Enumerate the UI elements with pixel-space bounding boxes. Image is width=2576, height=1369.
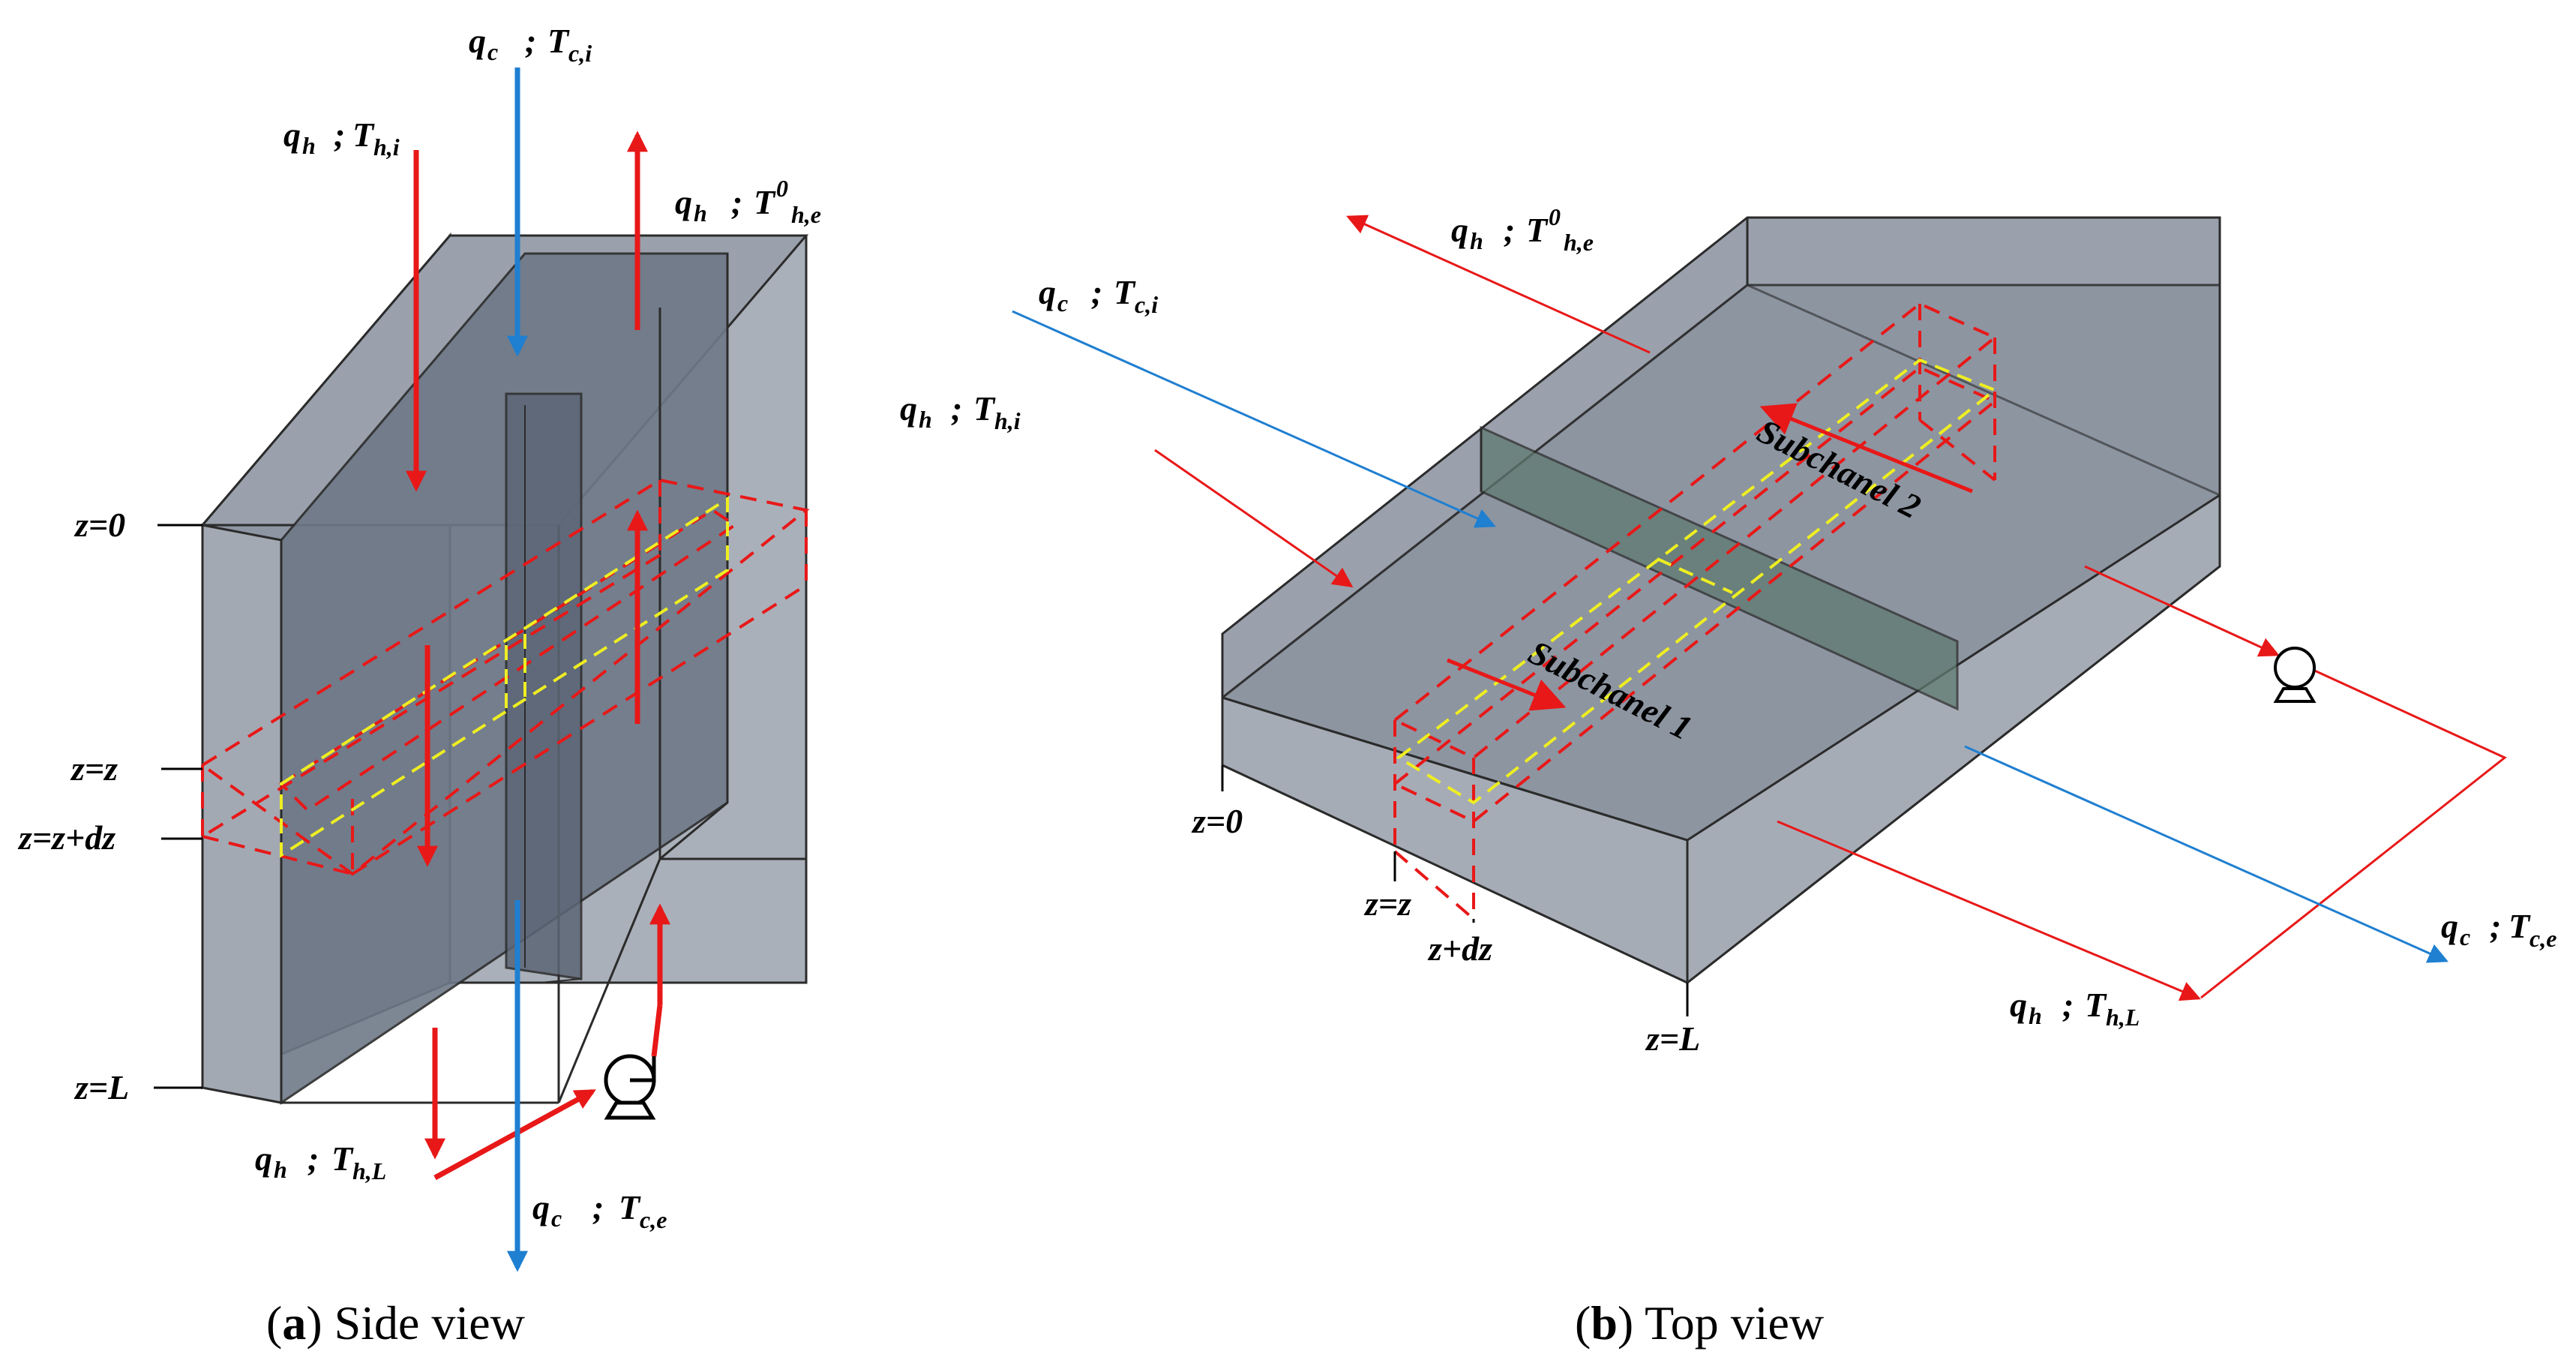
top-label-zz: z=z	[1363, 884, 1411, 923]
top-label-qh-out: q h ; T 0 h,e	[1451, 203, 1594, 256]
svg-text:q: q	[675, 183, 692, 221]
svg-text:q: q	[1451, 211, 1468, 249]
svg-text:h: h	[1470, 227, 1483, 254]
svg-text:T: T	[2085, 986, 2107, 1024]
side-label-qh-L: q h ; T h,L	[255, 1139, 386, 1184]
sub2-width-arrow	[1759, 403, 1973, 494]
svg-text:;: ;	[2490, 907, 2501, 945]
svg-text:h: h	[302, 132, 316, 159]
svg-text:T: T	[352, 116, 375, 154]
svg-text:h,e: h,e	[1564, 229, 1594, 256]
svg-text:0: 0	[1549, 203, 1561, 230]
svg-text:h: h	[694, 200, 707, 227]
svg-text:h,i: h,i	[373, 134, 400, 161]
svg-text:c,e: c,e	[640, 1206, 667, 1233]
svg-text:T: T	[619, 1188, 641, 1226]
svg-text:c: c	[487, 38, 498, 65]
svg-text:T: T	[1526, 211, 1549, 249]
side-z-ticks	[154, 524, 202, 1089]
side-label-zL: z=L	[73, 1068, 129, 1106]
top-label-qh-in: q h ; T h,i	[900, 389, 1021, 434]
svg-text:c: c	[1057, 290, 1068, 317]
svg-text:;: ;	[592, 1188, 604, 1226]
svg-text:q: q	[1039, 273, 1056, 311]
caption-a-text: Side view	[322, 1296, 525, 1349]
svg-text:;: ;	[307, 1139, 319, 1178]
caption-a-letter: a	[282, 1296, 306, 1349]
side-view-panel: z=0 z=z z=z+dz z=L q c ; T c,i q h ; T h…	[17, 22, 821, 1349]
svg-text:;: ;	[951, 389, 962, 428]
side-pump-icon	[604, 1054, 656, 1120]
top-hot-flow-arrows	[1154, 215, 2507, 1001]
svg-text:q: q	[2441, 907, 2458, 945]
top-pump-icon	[2273, 647, 2317, 703]
top-label-z0: z=0	[1191, 802, 1243, 840]
top-label-dz: z+dz	[1427, 929, 1492, 968]
svg-text:h,i: h,i	[994, 407, 1021, 434]
svg-text:T: T	[1114, 273, 1136, 311]
svg-text:h,L: h,L	[352, 1157, 386, 1184]
svg-text:h: h	[919, 406, 932, 433]
svg-text:T: T	[973, 389, 996, 428]
side-label-zz: z=z	[70, 749, 118, 788]
svg-text:T: T	[331, 1139, 354, 1178]
top-label-zL: z=L	[1645, 1019, 1700, 1058]
side-label-qc-in: q c ; T c,i	[469, 22, 592, 67]
side-label-z0: z=0	[73, 506, 125, 544]
svg-text:T: T	[547, 22, 570, 60]
caption-b-letter: b	[1591, 1296, 1618, 1349]
top-label-qc-in: q c ; T c,i	[1039, 273, 1158, 318]
svg-text:;: ;	[1504, 211, 1515, 249]
svg-text:;: ;	[2062, 986, 2074, 1024]
svg-text:q: q	[532, 1188, 550, 1226]
svg-text:c,e: c,e	[2530, 925, 2557, 952]
top-label-qh-L: q h ; T h,L	[2010, 986, 2140, 1031]
sub1-width-arrow	[1447, 658, 1567, 711]
top-tracer-volume	[1396, 358, 1998, 805]
svg-text:q: q	[283, 116, 301, 154]
caption-b-text: Top view	[1633, 1296, 1824, 1349]
svg-text:h: h	[2029, 1002, 2042, 1029]
svg-text:q: q	[469, 22, 486, 60]
top-label-qc-out: q c ; T c,e	[2441, 907, 2557, 952]
svg-text:c,i: c,i	[1135, 291, 1158, 318]
svg-text:;: ;	[334, 116, 345, 154]
svg-text:T: T	[754, 183, 776, 221]
top-cold-flow-arrows	[1012, 310, 2449, 963]
svg-text:h: h	[274, 1156, 287, 1183]
svg-text:c: c	[2460, 923, 2470, 950]
svg-text:h,L: h,L	[2106, 1004, 2140, 1031]
svg-text:T: T	[2509, 907, 2531, 945]
svg-text:c: c	[551, 1205, 562, 1232]
svg-text:q: q	[255, 1139, 272, 1178]
svg-text:c,i: c,i	[568, 40, 592, 67]
svg-text:;: ;	[1091, 273, 1102, 311]
svg-text:h,e: h,e	[791, 201, 821, 228]
svg-text:q: q	[2010, 986, 2027, 1024]
side-hot-flow-arrows	[406, 131, 670, 1181]
caption-b: (b) Top view	[1575, 1296, 1824, 1349]
svg-text:;: ;	[525, 22, 536, 60]
caption-a: (a) Side view	[266, 1296, 525, 1349]
side-label-qc-out: q c ; T c,e	[532, 1188, 667, 1233]
top-z-ticks	[1221, 765, 1689, 1016]
top-view-panel: Subchanel 1 Subchanel 2 z=0 z=z z+d	[900, 203, 2557, 1349]
svg-text:q: q	[900, 389, 917, 428]
svg-text:0: 0	[776, 175, 788, 202]
side-label-qh-in: q h ; T h,i	[283, 116, 400, 161]
side-label-zdz: z=z+dz	[17, 818, 115, 857]
side-label-qh-out: q h ; T 0 h,e	[675, 175, 821, 228]
svg-text:;: ;	[731, 183, 742, 221]
side-tracer-volume	[280, 496, 729, 858]
